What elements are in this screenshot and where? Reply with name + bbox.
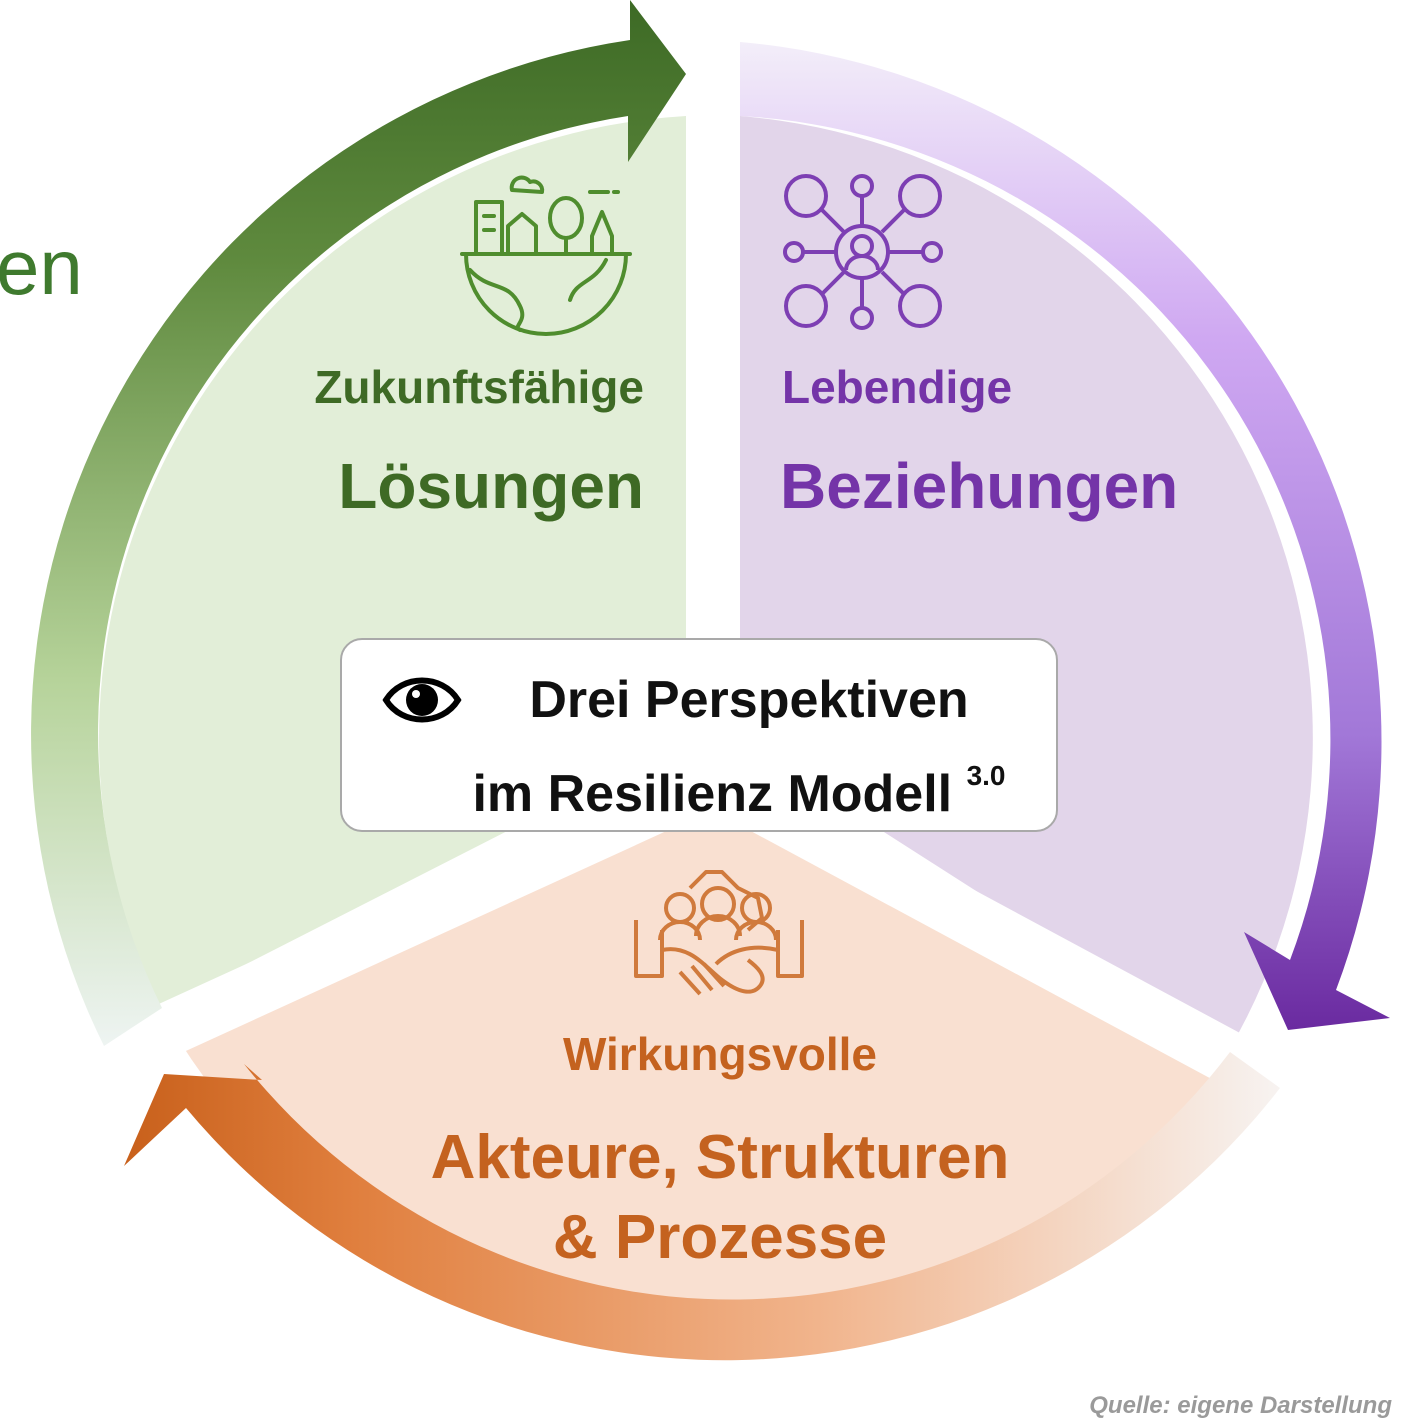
center-title-line1: Drei Perspektiven — [529, 671, 969, 729]
orange-title-line1: Akteure, Strukturen — [431, 1123, 1010, 1192]
source-caption: Quelle: eigene Darstellung — [1089, 1392, 1392, 1419]
green-title: Lösungen — [338, 450, 644, 522]
cut-off-heading-fragment: en — [0, 223, 83, 311]
orange-arrow — [124, 1052, 1280, 1361]
center-title-line2: im Resilienz Modell 3.0 — [342, 746, 1056, 824]
gear-people-handshake-icon — [634, 870, 804, 996]
center-superscript: 3.0 — [966, 760, 1006, 791]
eye-icon — [382, 677, 462, 723]
people-network-icon — [783, 174, 943, 330]
purple-arrow — [740, 42, 1390, 1030]
center-title-line2-text: im Resilienz Modell — [472, 765, 953, 823]
purple-subtitle: Lebendige — [782, 361, 1012, 413]
center-title-box: Drei Perspektiven im Resilienz Modell 3.… — [340, 638, 1058, 832]
orange-subtitle: Wirkungsvolle — [563, 1028, 877, 1080]
orange-title-line2: & Prozesse — [553, 1203, 887, 1272]
purple-title: Beziehungen — [780, 450, 1178, 522]
earth-city-tree-icon — [460, 175, 632, 336]
green-arrow — [31, 0, 687, 1046]
green-subtitle: Zukunftsfähige — [314, 361, 644, 413]
